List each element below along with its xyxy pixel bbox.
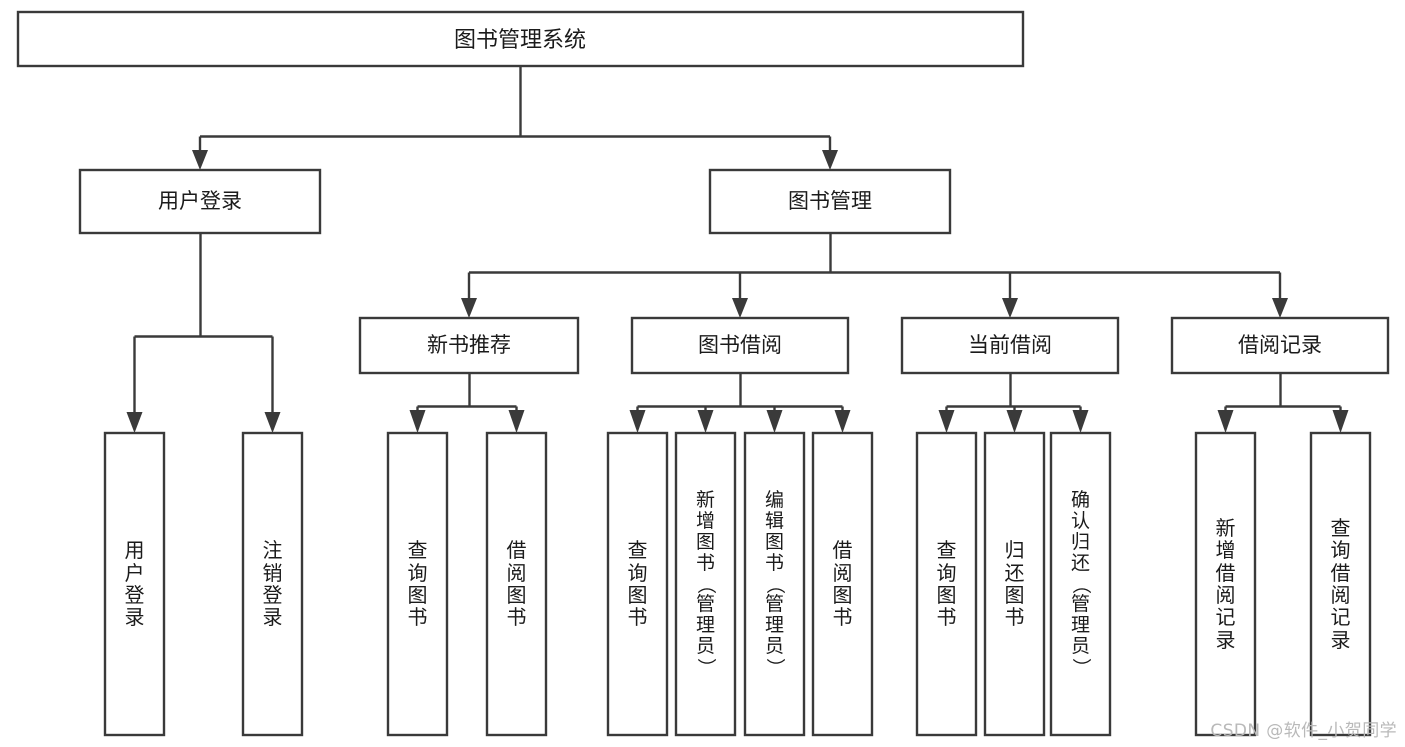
leaf-node-boxes	[103, 431, 1372, 737]
node-current-borrow[interactable]: 当前借阅	[900, 316, 1120, 375]
connector-borrowbook-to-leaves	[629, 373, 851, 433]
leaf-node-box[interactable]	[1049, 431, 1112, 737]
leaf-node-box[interactable]	[1194, 431, 1257, 737]
node-root[interactable]: 图书管理系统	[16, 10, 1025, 68]
node-borrow-record[interactable]: 借阅记录	[1170, 316, 1390, 375]
leaf-node-box[interactable]	[915, 431, 978, 737]
node-current-borrow-label: 当前借阅	[968, 333, 1052, 357]
connector-currentborrow-to-leaves	[938, 373, 1089, 433]
leaf-node-box[interactable]	[674, 431, 737, 737]
node-book-borrow-label: 图书借阅	[698, 333, 782, 357]
leaf-node-box[interactable]	[606, 431, 669, 737]
leaf-node-box[interactable]	[386, 431, 449, 737]
node-book-borrow-box	[630, 316, 850, 375]
leaf-node-box[interactable]	[241, 431, 304, 737]
node-root-box	[16, 10, 1025, 68]
node-book-borrow[interactable]: 图书借阅	[630, 316, 850, 375]
connector-userlogin-to-leaves	[126, 233, 281, 433]
node-new-book-recommend-label: 新书推荐	[427, 333, 511, 357]
node-root-label: 图书管理系统	[454, 28, 586, 53]
node-user-login-box	[78, 168, 322, 235]
node-new-book-recommend[interactable]: 新书推荐	[358, 316, 580, 375]
node-current-borrow-box	[900, 316, 1120, 375]
node-borrow-record-label: 借阅记录	[1238, 333, 1322, 357]
connector-borrowrecord-to-leaves	[1217, 373, 1349, 433]
connector-bookmgmt-to-level2	[461, 233, 1288, 318]
leaf-node-box[interactable]	[811, 431, 874, 737]
connector-root-to-level1	[192, 66, 838, 170]
node-user-login[interactable]: 用户登录	[78, 168, 322, 235]
connector-newbook-to-leaves	[409, 373, 525, 433]
leaf-node-box[interactable]	[983, 431, 1046, 737]
leaf-node-box[interactable]	[1309, 431, 1372, 737]
node-book-management[interactable]: 图书管理	[708, 168, 952, 235]
leaf-node-box[interactable]	[743, 431, 806, 737]
node-borrow-record-box	[1170, 316, 1390, 375]
leaf-node-box[interactable]	[485, 431, 548, 737]
node-book-management-label: 图书管理	[788, 189, 872, 213]
node-user-login-label: 用户登录	[158, 189, 242, 213]
leaf-node-box[interactable]	[103, 431, 166, 737]
node-book-management-box	[708, 168, 952, 235]
node-new-book-recommend-box	[358, 316, 580, 375]
